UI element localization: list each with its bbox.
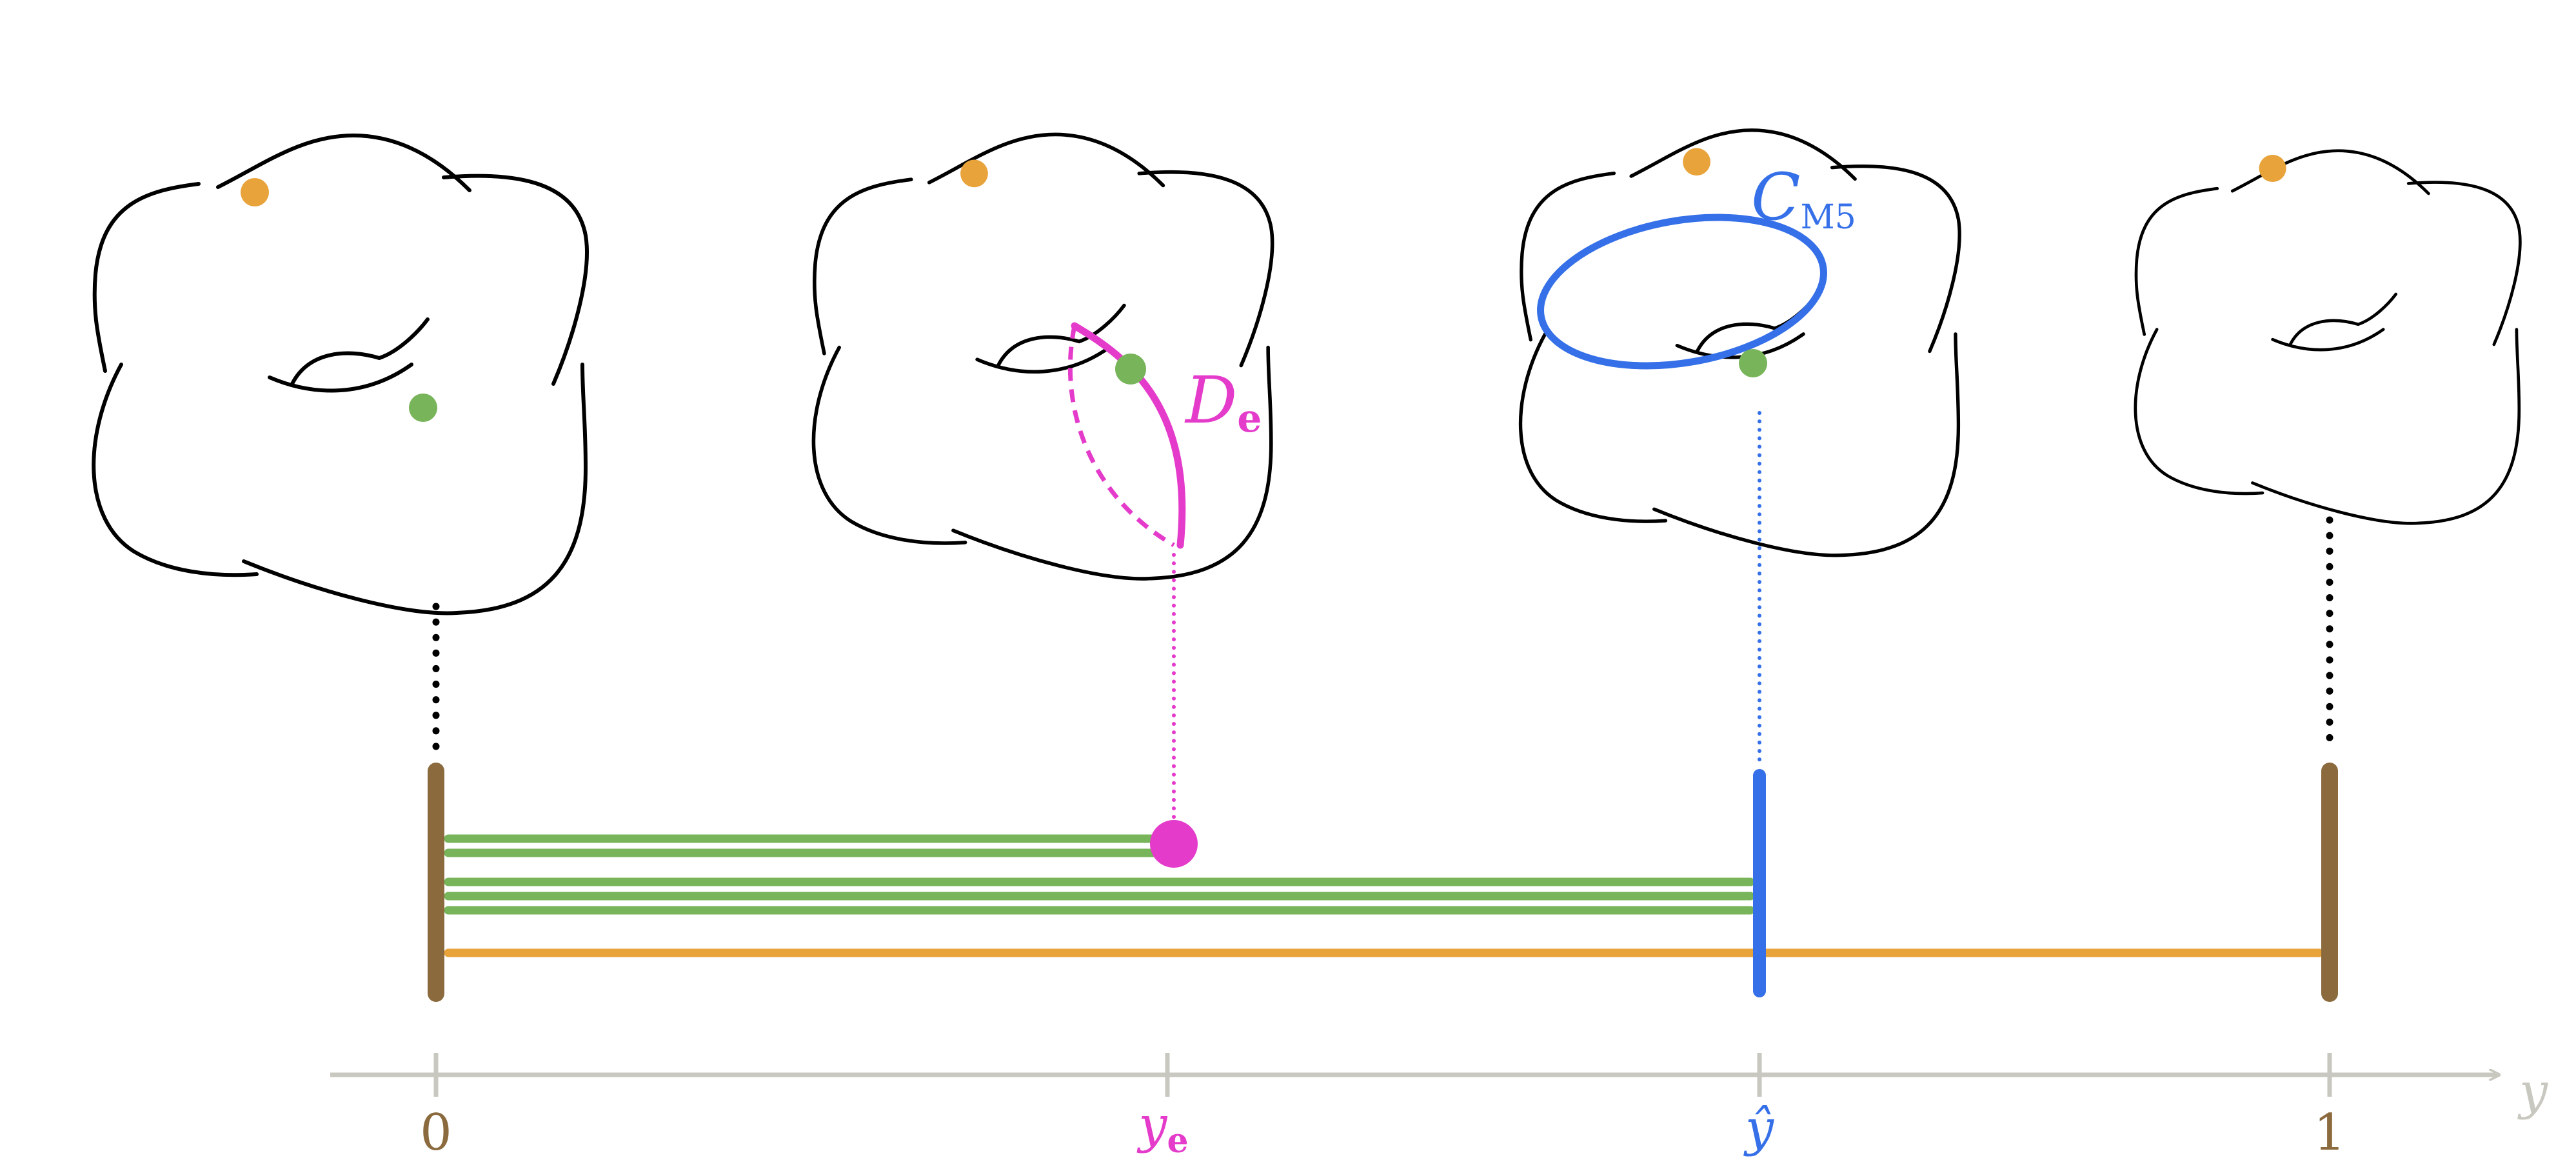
surface-3 [2135,151,2520,524]
brane-label-sub: e [1237,396,1262,441]
green-point [409,394,437,422]
surface-0 [94,135,587,613]
brane-back-arc [1067,325,1175,548]
surface-2 [1521,130,1960,555]
cycle-c-m5 [1537,214,1827,370]
axis-variable-label: y [2517,1063,2548,1121]
tick-label-yhat: ŷ [1743,1099,1774,1157]
brane-point-ye [1150,820,1198,868]
orange-point [1683,148,1710,176]
tick-label-ye: ye [1136,1096,1188,1161]
tick-label-1: 1 [2313,1104,2346,1162]
green-point-on-cycle [1739,349,1767,377]
cycle-label-sub: M5 [1801,198,1856,237]
orange-point [241,178,269,206]
brane-d-e [1067,322,1186,549]
surface-1 [813,134,1272,579]
green-point [1115,354,1146,385]
tick-label-0: 0 [420,1104,452,1162]
brane-front-arc [1071,322,1186,549]
tick-label-ye-main: y [1136,1096,1167,1154]
brane-label: De [1184,363,1262,441]
orange-point [960,159,988,188]
tick-label-ye-sub: e [1167,1121,1188,1161]
brane-label-main: D [1184,363,1237,438]
cycle-label: CM5 [1751,159,1856,237]
orange-point [2259,154,2286,183]
cycle-label-main: C [1751,159,1801,235]
